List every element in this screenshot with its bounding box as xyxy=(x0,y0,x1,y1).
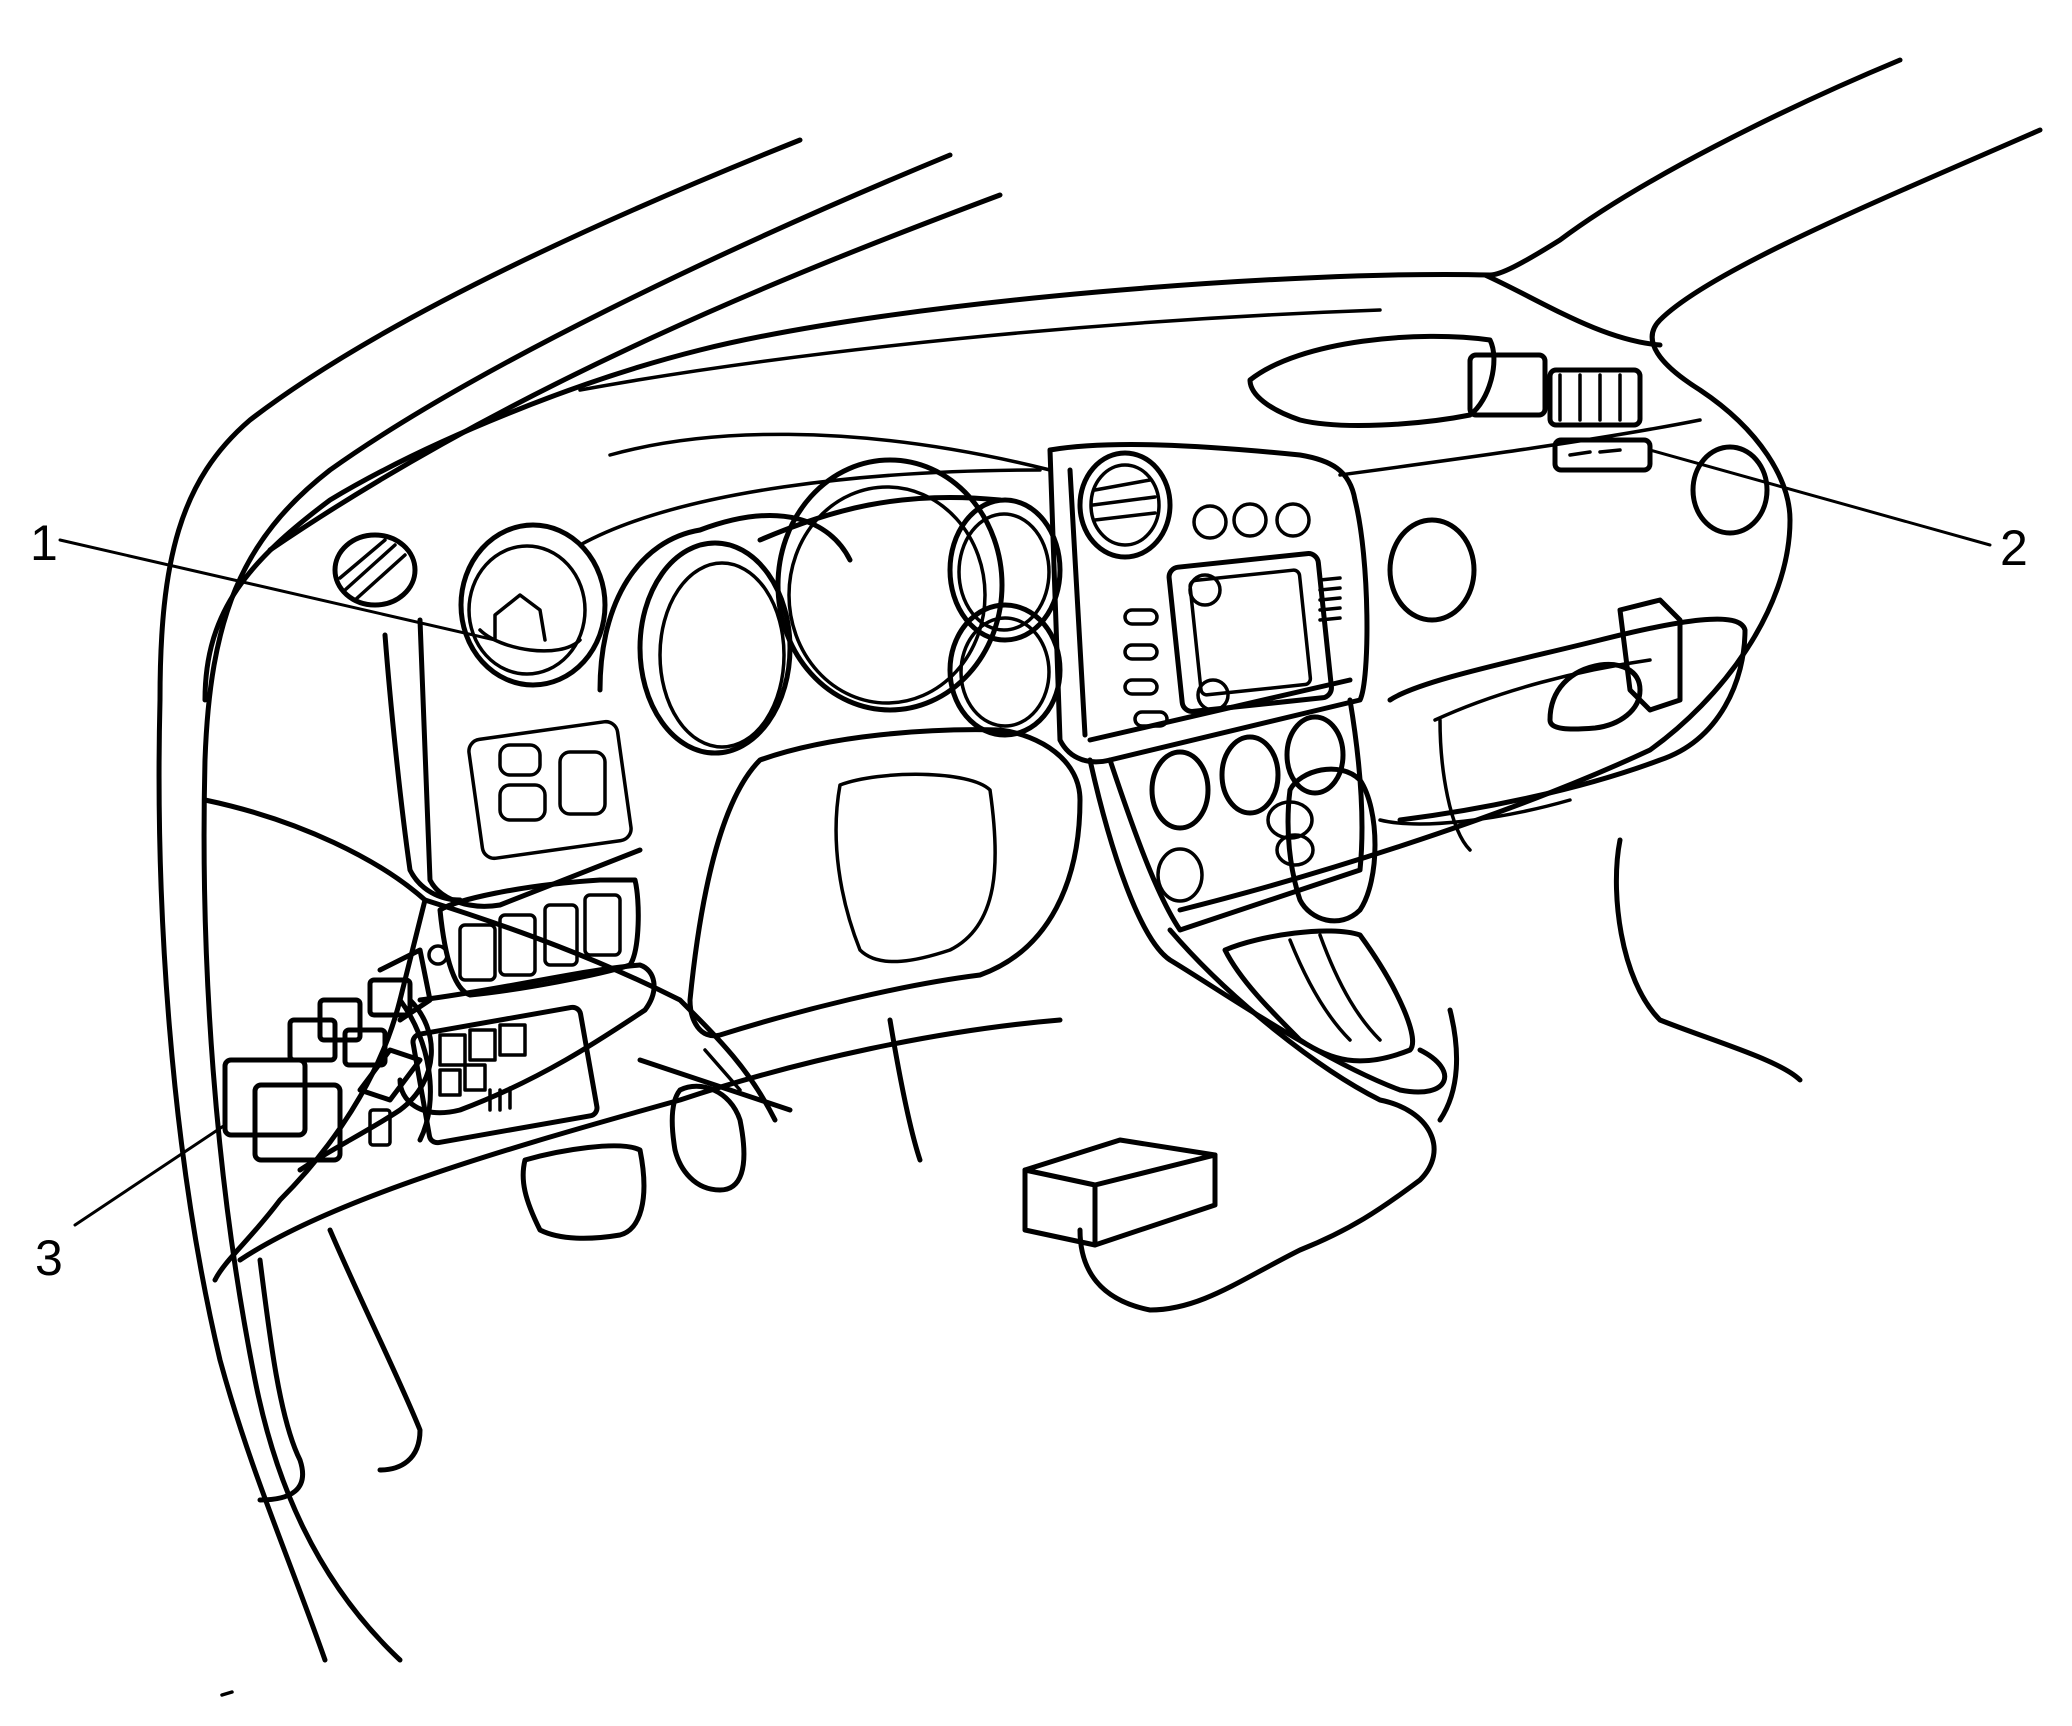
hvac-controls xyxy=(1087,697,1448,1095)
a-pillar-lines xyxy=(156,137,1003,1697)
callout-2: 2 xyxy=(2000,520,2028,576)
center-stack xyxy=(1047,442,1370,765)
callout-leaders xyxy=(58,448,1992,1227)
ambient-light-sensor xyxy=(1247,333,1653,473)
lower-switch-bank xyxy=(397,877,657,1116)
gear-shifter xyxy=(1222,766,1416,1064)
leader-line-2 xyxy=(1648,448,1992,547)
callout-labels: 1 2 3 xyxy=(30,515,2028,1286)
steering-column xyxy=(687,727,1083,1039)
callout-1: 1 xyxy=(30,515,58,571)
left-air-vent xyxy=(458,522,608,688)
passenger-dash xyxy=(1378,444,1803,1083)
leader-line-1 xyxy=(58,538,497,642)
instrument-cluster xyxy=(597,457,1063,756)
pedals xyxy=(520,1048,747,1241)
floor-lines xyxy=(257,1017,923,1503)
center-console xyxy=(1077,927,1459,1313)
relay-fuse-block xyxy=(222,944,600,1173)
leader-line-3 xyxy=(73,1123,227,1227)
callout-3: 3 xyxy=(35,1230,63,1286)
side-round-vent xyxy=(332,532,418,608)
floor-module xyxy=(1022,1137,1218,1248)
